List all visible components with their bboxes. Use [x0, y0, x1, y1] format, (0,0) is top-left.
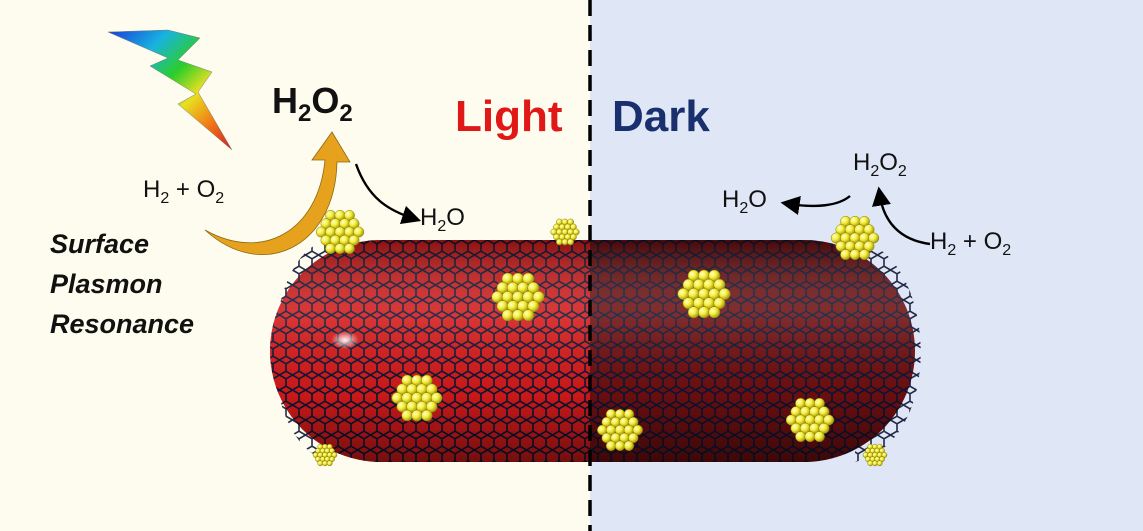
- right-decomposition-arrow: [780, 195, 851, 215]
- carbon-nanotube: [270, 240, 915, 462]
- gold-nanocluster: [315, 209, 365, 255]
- right-reactants-label: H2 + O2: [930, 228, 1012, 259]
- gold-nanocluster: [597, 409, 643, 451]
- right-hydrogen-peroxide-label: H2O2: [853, 149, 907, 180]
- gold-nanocluster: [677, 269, 731, 319]
- mechanism-label-line-3: Resonance: [50, 309, 195, 339]
- gold-nanoclusters: [312, 209, 888, 467]
- rainbow-lightning-icon: [107, 29, 233, 151]
- gold-nanocluster: [862, 443, 888, 467]
- dark-label: Dark: [612, 92, 710, 141]
- left-decomposition-arrow: [354, 163, 422, 225]
- right-water-product-label: H2O: [722, 186, 767, 217]
- mechanism-label-line-1: Surface: [50, 229, 150, 259]
- gold-nanocluster: [830, 215, 880, 261]
- nanotube-gloss-highlight: [331, 331, 359, 349]
- right-formation-arrow: [871, 186, 931, 246]
- hydrogen-peroxide-product-label: H2O2: [272, 80, 353, 128]
- gold-nanocluster: [491, 272, 545, 322]
- light-label: Light: [455, 92, 563, 141]
- left-reactants-label: H2 + O2: [143, 176, 225, 207]
- gold-nanocluster: [391, 374, 443, 422]
- left-water-product-label: H2O: [420, 204, 465, 235]
- spr-activation-arrow: [204, 131, 351, 255]
- mechanism-label-line-2: Plasmon: [50, 269, 163, 299]
- gold-nanocluster: [785, 397, 835, 443]
- gold-nanocluster: [550, 218, 580, 246]
- gold-nanocluster: [312, 443, 338, 467]
